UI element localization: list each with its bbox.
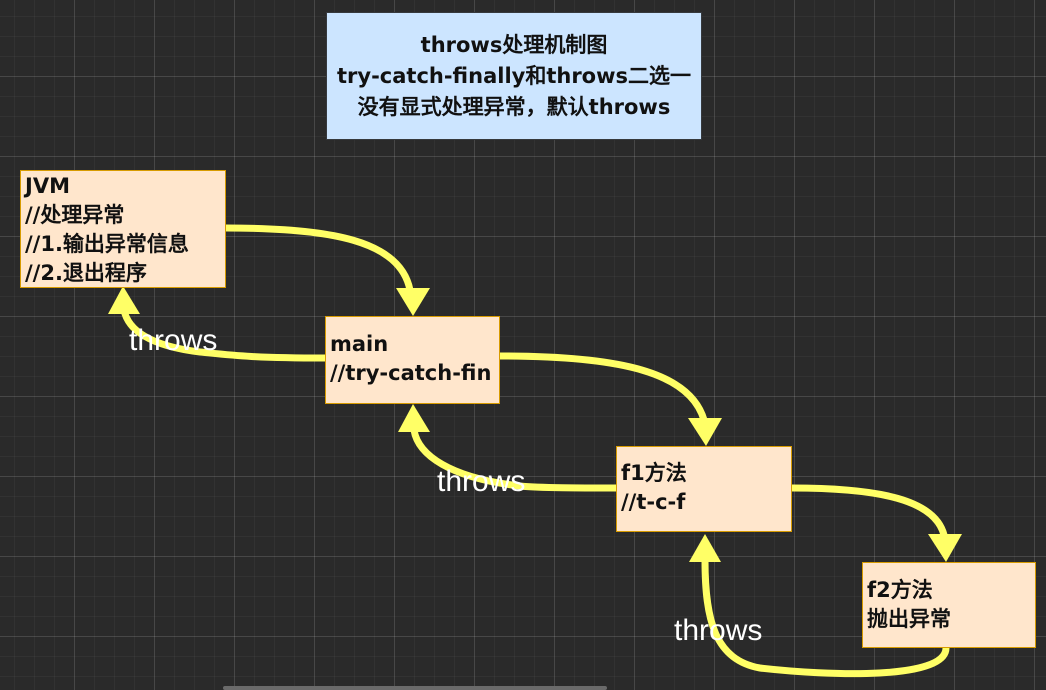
node-jvm[interactable]: JVM //处理异常 //1.输出异常信息 //2.退出程序 — [20, 170, 226, 288]
edge-label-main-to-jvm: throws — [129, 324, 218, 357]
call-arrow-main-to-f1[interactable] — [496, 352, 722, 446]
node-main[interactable]: main //try-catch-fin — [325, 316, 500, 404]
call-arrow-f1-to-f2[interactable] — [788, 484, 962, 562]
node-jvm-line-4: //2.退出程序 — [25, 261, 147, 285]
node-f2-line-1: f2方法 — [867, 578, 933, 602]
node-f1[interactable]: f1方法 //t-c-f — [616, 446, 792, 532]
title-line-3: 没有显式处理异常，默认throws — [357, 94, 671, 119]
node-main-line-1: main — [330, 332, 389, 356]
title-line-1: throws处理机制图 — [420, 32, 608, 57]
node-f1-line-1: f1方法 — [621, 461, 687, 485]
title-note[interactable]: throws处理机制图 try-catch-finally和throws二选一 … — [326, 12, 702, 140]
call-arrow-jvm-to-main[interactable] — [222, 224, 430, 316]
node-jvm-line-2: //处理异常 — [25, 203, 125, 227]
node-jvm-line-1: JVM — [25, 174, 70, 198]
node-f2-line-2: 抛出异常 — [867, 607, 951, 631]
node-main-line-2: //try-catch-fin — [330, 361, 492, 385]
throws-arrow-main-to-jvm[interactable] — [108, 286, 329, 362]
node-jvm-line-3: //1.输出异常信息 — [25, 232, 189, 256]
title-line-2: try-catch-finally和throws二选一 — [336, 63, 692, 88]
throws-arrow-f2-to-f1[interactable] — [689, 534, 950, 678]
horizontal-scrollbar[interactable] — [223, 686, 607, 690]
node-f2[interactable]: f2方法 抛出异常 — [862, 562, 1036, 648]
throws-arrow-f1-to-main[interactable] — [398, 404, 624, 492]
node-f1-line-2: //t-c-f — [621, 490, 686, 514]
edge-label-f2-to-f1: throws — [674, 614, 763, 647]
edge-label-f1-to-main: throws — [437, 465, 526, 498]
